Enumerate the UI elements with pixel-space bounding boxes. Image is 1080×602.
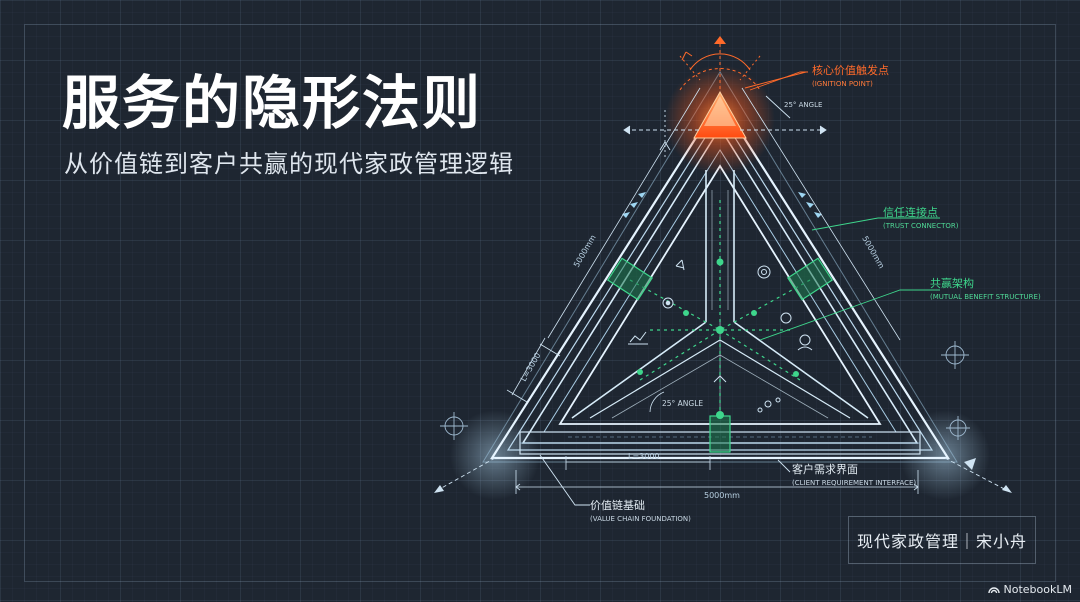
target-node-icon bbox=[662, 297, 674, 309]
angle-inner-label: 25° ANGLE bbox=[662, 399, 703, 408]
dim-bottom: 5000mm bbox=[704, 491, 740, 500]
apex-dimension-lines bbox=[623, 95, 827, 158]
gear-icon bbox=[757, 265, 771, 279]
ignition-label-en: (IGNITION POINT) bbox=[812, 80, 873, 88]
client-interface-label: 客户需求界面 bbox=[792, 462, 858, 476]
extension-arrows bbox=[437, 457, 1011, 493]
flow-lines bbox=[629, 200, 811, 420]
apex-construction-lines bbox=[679, 36, 807, 92]
side-chevrons bbox=[622, 192, 822, 218]
author-text: 现代家政管理｜宋小舟 bbox=[856, 532, 1027, 551]
slide-title: 服务的隐形法则 bbox=[62, 69, 483, 137]
dim-bottom-inner: L=3000 bbox=[628, 452, 660, 461]
notebooklm-logo-icon bbox=[987, 587, 1000, 594]
ignition-label: 核心价值触发点 bbox=[812, 63, 889, 77]
foundation-label: 价值链基础 bbox=[590, 498, 645, 512]
trust-connector-label: 信任连接点 bbox=[883, 206, 938, 219]
left-side-dimension bbox=[506, 87, 701, 403]
arrow-right-icon bbox=[1002, 485, 1012, 493]
mutual-benefit-label: 共赢架构 bbox=[930, 276, 974, 290]
foundation-label-en: (VALUE CHAIN FOUNDATION) bbox=[590, 515, 691, 523]
network-icon bbox=[780, 312, 792, 324]
slide-subtitle: 从价值链到客户共赢的现代家政管理逻辑 bbox=[64, 150, 514, 178]
trust-connector-nodes bbox=[606, 257, 834, 453]
notebooklm-watermark: NotebookLM bbox=[987, 583, 1072, 596]
mutual-benefit-label-en: (MUTUAL BENEFIT STRUCTURE) bbox=[930, 293, 1041, 301]
trust-connector-label-en: (TRUST CONNECTOR) bbox=[883, 222, 959, 230]
pointer-icon bbox=[713, 375, 727, 383]
right-side-dimension bbox=[741, 87, 901, 341]
chart-trend-icon bbox=[629, 331, 647, 343]
dim-left-side: 5000mm bbox=[572, 233, 598, 269]
dim-left-short: L=3000 bbox=[519, 351, 543, 383]
leader-lines bbox=[539, 71, 940, 506]
share-nodes-icon bbox=[675, 259, 685, 271]
corner-marker-icon bbox=[964, 458, 976, 470]
crosshair-right-icon bbox=[941, 341, 970, 440]
client-interface-label-en: (CLIENT REQUIREMENT INTERFACE) bbox=[792, 479, 916, 487]
outer-triangle-outline bbox=[482, 71, 958, 463]
bottom-dimensions bbox=[515, 456, 919, 494]
inner-icons bbox=[628, 259, 813, 413]
cluster-icon bbox=[764, 400, 772, 408]
person-icon bbox=[799, 334, 811, 346]
author-badge: 现代家政管理｜宋小舟 bbox=[848, 516, 1036, 564]
dim-right-side: 5000mm bbox=[860, 235, 886, 271]
slide-frame bbox=[24, 24, 1056, 582]
angle-top-label: 25° ANGLE bbox=[784, 101, 822, 109]
watermark-text: NotebookLM bbox=[1003, 583, 1072, 596]
crosshair-left-icon bbox=[440, 412, 468, 440]
angle-arc bbox=[649, 391, 665, 413]
arrow-left-icon bbox=[434, 485, 444, 493]
